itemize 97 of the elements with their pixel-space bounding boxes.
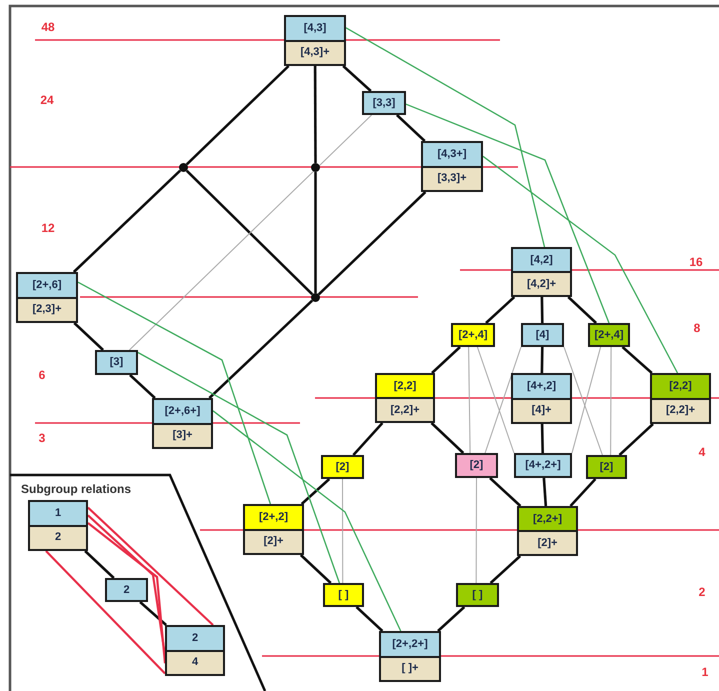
group-box: [28, 500, 88, 551]
connector-line: [618, 423, 654, 456]
group-box: [243, 504, 304, 555]
group-box: [517, 506, 578, 556]
connector-line: [570, 478, 596, 507]
group-box: [650, 373, 711, 424]
order-label: 2: [698, 584, 706, 601]
group-label: [2+,6]: [18, 274, 76, 296]
connector-line: [489, 477, 522, 507]
group-label: [4,3]: [286, 17, 344, 40]
connector-line: [468, 346, 471, 454]
group-label: [3,3]: [364, 93, 404, 113]
connector-line: [540, 424, 544, 454]
connector-line: [87, 506, 214, 626]
connector-line: [138, 352, 340, 584]
connector-line: [482, 156, 678, 374]
group-label: 2: [167, 627, 223, 650]
connector-line: [476, 478, 477, 584]
order-label: 1: [702, 664, 708, 681]
connector-line: [186, 65, 290, 166]
connector-line: [342, 65, 372, 92]
connector-line: [129, 374, 156, 399]
group-label: [4+,2]: [513, 375, 570, 398]
connector-line: [610, 346, 612, 456]
group-box: [284, 15, 346, 66]
group-label: [2]: [457, 455, 496, 476]
order-label: 12: [41, 220, 55, 237]
group-box: [16, 272, 78, 323]
connector-line: [431, 346, 461, 374]
connector-line: [346, 27, 546, 248]
group-label: [3]: [97, 352, 136, 373]
group-label: [2+,6+]: [154, 400, 211, 422]
group-box: [375, 373, 435, 423]
group-box: [511, 373, 572, 424]
connector-line: [567, 296, 597, 324]
group-box: [165, 625, 225, 676]
group-label: [4,3+]: [423, 143, 481, 166]
panel-heading: Subgroup relations: [21, 481, 132, 498]
group-label: [2+,2]: [245, 506, 302, 528]
connector-line: [300, 478, 330, 505]
connector-line: [318, 191, 426, 296]
order-label: 48: [41, 19, 55, 36]
group-label: [4+,2+]: [516, 455, 570, 476]
order-label: 8: [694, 320, 700, 337]
connector-line: [352, 422, 384, 456]
connector-line: [540, 296, 544, 324]
order-label: 3: [38, 430, 46, 447]
connector-line: [476, 346, 514, 454]
order-label: 16: [689, 254, 703, 271]
connector-line: [540, 346, 544, 374]
group-label: [4]: [523, 325, 562, 345]
connector-line: [314, 66, 317, 163]
group-box: [511, 247, 572, 297]
connector-line: [73, 322, 104, 351]
connector-line: [542, 478, 548, 506]
connector-line: [396, 114, 426, 142]
group-label: [ ]: [458, 585, 497, 605]
connector-line: [45, 550, 166, 674]
connector-line: [342, 478, 344, 584]
connector-line: [72, 170, 182, 273]
connector-line: [622, 346, 653, 374]
group-label: [4,2]: [513, 249, 570, 271]
connector-line: [128, 114, 372, 350]
group-label: [2,2]: [652, 375, 709, 398]
order-label: 24: [40, 92, 54, 109]
group-label: 2: [107, 580, 146, 600]
group-box: [421, 141, 483, 192]
connector-line: [212, 410, 402, 632]
connector-line: [139, 601, 167, 626]
connector-line: [564, 346, 603, 456]
group-label: 1: [30, 502, 86, 524]
connector-line: [484, 346, 522, 454]
connector-line: [84, 550, 115, 579]
group-box: [152, 398, 213, 449]
order-label: 4: [698, 444, 706, 461]
group-label: [2]: [588, 457, 625, 477]
connector-line: [572, 346, 602, 454]
group-label: [2+,2+]: [381, 633, 439, 656]
connector-line: [485, 296, 516, 324]
order-label: 6: [38, 367, 46, 384]
group-label: [2+,4]: [590, 325, 628, 345]
group-label: [2+,4]: [453, 325, 493, 345]
connector-line: [300, 554, 332, 584]
connector-line: [437, 606, 466, 632]
group-label: [2,2+]: [519, 508, 576, 530]
connector-line: [208, 300, 314, 399]
group-label: [2]: [323, 457, 362, 477]
group-label: [ ]: [325, 585, 362, 605]
connector-line: [78, 282, 272, 504]
connector-line: [490, 555, 522, 584]
group-label: [2,2]: [377, 375, 433, 397]
connector-line: [356, 606, 384, 632]
connector-line: [314, 172, 317, 293]
group-box: [379, 631, 441, 682]
connector-line: [186, 170, 314, 296]
connector-line: [406, 104, 610, 324]
connector-line: [430, 422, 464, 454]
